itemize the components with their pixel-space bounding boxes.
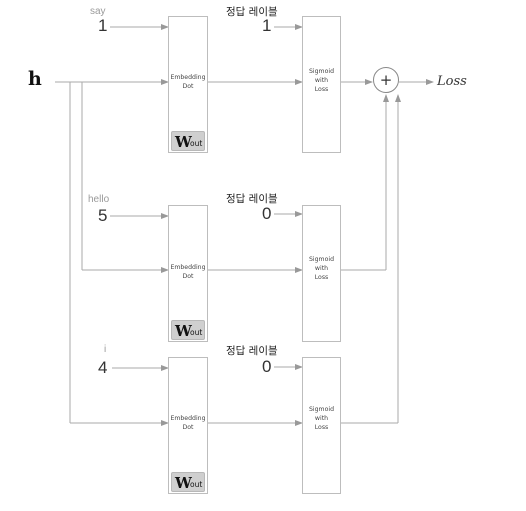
target-label-3: 정답 레이블	[226, 345, 278, 357]
index-value-1: 1	[98, 16, 108, 35]
loss-output-label: Loss	[437, 74, 467, 89]
index-value-3: 4	[98, 358, 108, 377]
target-value-1: 1	[262, 16, 272, 35]
plus-node: +	[373, 67, 399, 93]
h-input-label: h	[28, 68, 42, 90]
target-value-3: 0	[262, 357, 272, 376]
target-value-2: 0	[262, 204, 272, 223]
word-label-2: hello	[88, 194, 110, 205]
target-label-1: 정답 레이블	[226, 6, 278, 18]
index-value-2: 5	[98, 206, 108, 225]
word-label-3: i	[104, 344, 107, 355]
target-label-2: 정답 레이블	[226, 193, 278, 205]
word-label-1: say	[90, 6, 106, 17]
